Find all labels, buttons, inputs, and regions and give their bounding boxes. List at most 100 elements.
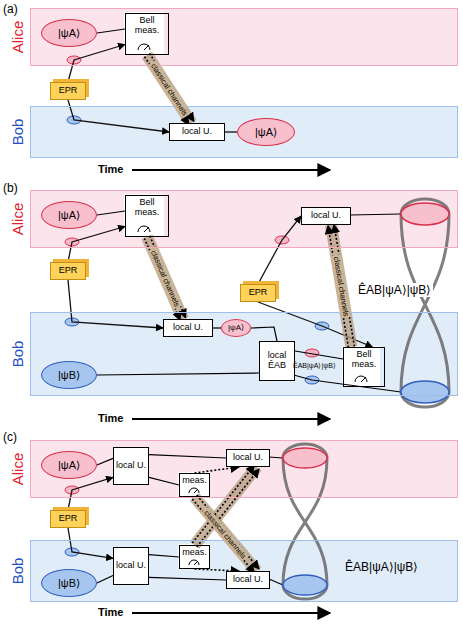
node-text: |ψA⟩ [58,459,80,471]
connector-line [213,327,221,328]
measurement-box: meas. [179,473,210,497]
connector-line [149,555,179,557]
node-text: |ψA⟩ [228,324,244,333]
node-text: EPR [249,288,268,298]
wire [149,455,226,458]
qubit-line [68,280,163,328]
edge-label: classical channels [201,506,249,561]
measurement-box: meas. [179,545,210,569]
connector-line [97,576,113,584]
node-text: EPR [59,86,78,96]
entanglement-loop [283,199,449,599]
connector-line [68,280,163,328]
state-ellipse: |ψB⟩ [41,361,97,389]
node-text: local ÊAB [260,351,294,371]
qubit-line [68,227,125,263]
classical-channel [328,225,354,348]
qubit-ellipse [65,56,329,556]
node-text: |ψB⟩ [58,577,80,589]
wire [269,214,401,585]
node-text: Bob [9,546,27,596]
wire [97,458,113,465]
state-ellipse: |ψB⟩ [41,569,97,597]
diagram-label: ÊAB|ψA⟩|ψB⟩ [356,283,433,297]
qubit-line [68,45,125,83]
epr-source: EPR [240,284,276,302]
edge-label: classical channels [331,253,351,318]
node-text: Bob [9,329,27,379]
measurement-box: Bell meas. [125,195,169,237]
epr-source: EPR [50,82,86,100]
diagram-label: Time [98,163,123,176]
node-text: local U. [311,211,341,221]
wire [97,211,125,215]
diagram-label: Time [98,606,123,619]
edge-label: classical channels [148,60,191,119]
wire [97,373,259,375]
meter-symbol [138,44,367,565]
connector-line [97,211,125,215]
alice-band: Alice|ψA⟩Bell meas. [30,8,458,66]
node-text: local U. [116,561,146,571]
state-ellipse: |ψA⟩ [41,451,97,479]
qubit-line [258,216,301,284]
qubit-line [68,100,169,132]
diagram-label: ÊAB|ψA⟩|ψB⟩ [345,560,418,574]
node-text: |ψA⟩ [255,126,277,138]
state-ellipse: |ψA⟩ [221,319,251,337]
node-text: Bell meas. [126,16,168,36]
node-text: Bell meas. [126,198,168,218]
qubit-line [68,528,113,558]
wire [225,132,237,133]
operation-box: local U. [226,449,270,467]
box-fill [124,12,380,568]
connector-line [149,477,179,485]
epr-source: EPR [50,510,86,528]
connector-line [225,131,237,132]
state-ellipse: |ψA⟩ [41,201,97,229]
wire [213,328,221,329]
output-ellipse [283,203,449,595]
classical-channel [144,236,185,320]
operation-box: local ÊAB [259,341,295,381]
connector-line [68,100,169,132]
diagram-label: (c) [3,430,17,444]
wire [149,577,226,580]
wire [251,327,277,341]
node-text: Alice [9,194,27,244]
node-text: local U. [233,453,263,463]
connector-line [68,477,113,510]
connector-line [97,458,113,465]
bob-band: Bob|ψB⟩local U.|ψA⟩local ÊABBell meas. [30,312,458,396]
node-text: local U. [233,575,263,585]
node-text: Bell meas. [344,350,384,370]
node-text: Alice [9,12,27,62]
measurement-box: Bell meas. [125,13,169,55]
connector-line [68,227,125,263]
alice-band: Alice|ψA⟩Bell meas.local U. [30,190,458,248]
operation-box: local U. [113,547,149,585]
alice-band: Alice|ψA⟩local U.local U.meas. [30,440,458,498]
node-text: meas. [182,548,207,558]
operation-box: local U. [113,447,149,485]
connector-line [331,225,351,347]
operation-box: local U. [163,319,213,337]
node-text: Bob [9,107,27,157]
epr-source: EPR [50,262,86,280]
band-fill [30,8,458,602]
diagram-label: (b) [3,181,18,195]
connector-line [149,577,226,580]
connector-line [97,29,125,33]
diagram-label: ÊAB|ψA⟩|ψB⟩ [293,362,336,370]
edge-label: classical channels [148,247,182,310]
node-text: EPR [59,266,78,276]
wire [295,351,343,359]
node-text: Alice [9,444,27,494]
diagram-label: Time [98,412,123,425]
wire [97,29,125,33]
connector-line [295,351,343,359]
connector-line [147,237,183,319]
operation-box: local U. [226,571,270,589]
qubit-line [68,477,113,510]
diagram-label: (a) [3,2,18,16]
